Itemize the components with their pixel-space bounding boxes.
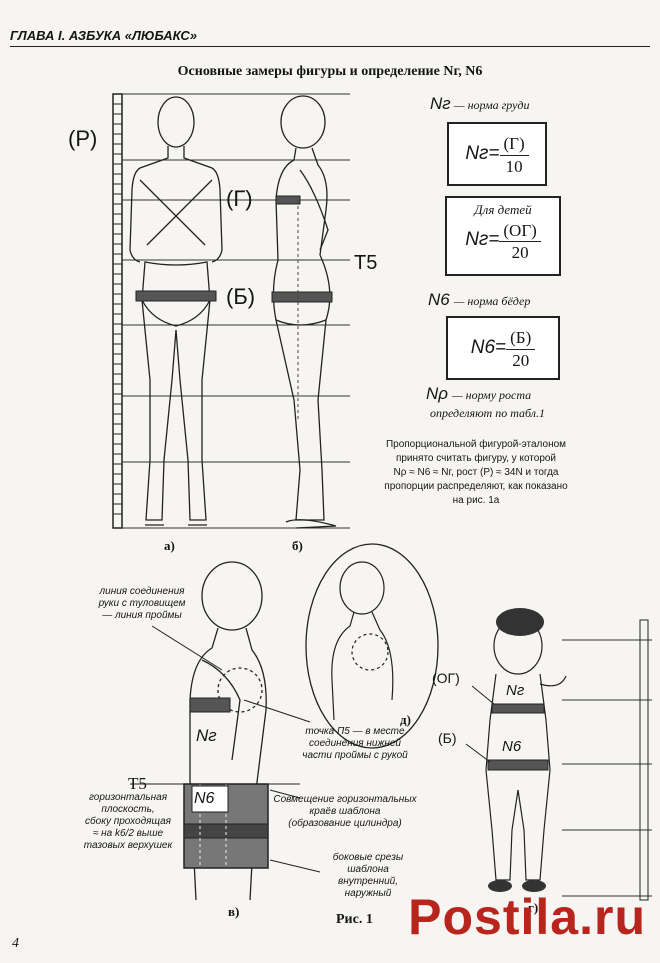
ng-symbol: Nг [430, 94, 451, 113]
annotation-line: внутренний, [338, 876, 398, 887]
annotation-line: (образование цилиндра) [288, 818, 402, 829]
note-line: на рис. 1а [452, 495, 500, 506]
formula-box-2: Для детей Nг=(ОГ)20 [445, 196, 561, 276]
np-desc-1: — норму роста [452, 388, 532, 402]
label-nb-v: N6 [194, 790, 215, 807]
ng-definition: Nг — норма груди [430, 94, 530, 114]
ng-desc: — норма груди [453, 98, 530, 112]
nb-desc: — норма бёдер [453, 294, 531, 308]
watermark: Postila.ru [408, 889, 646, 945]
f3-den: 20 [512, 350, 530, 370]
label-ng-child: Nг [506, 682, 525, 699]
f1-num: (Г) [499, 133, 529, 156]
f1-lhs: Nг= [465, 143, 500, 164]
armhole-annotation: линия соединения руки с туловищем — лини… [86, 586, 198, 622]
f3-num: (Б) [506, 327, 536, 350]
nb-definition: N6 — норма бёдер [428, 290, 530, 310]
annotation-line: Совмещение горизонтальных [273, 794, 417, 805]
formula-box-1: Nг=(Г)10 [447, 122, 547, 186]
label-T5-lower: T5 [128, 774, 147, 793]
annotation-line: сбоку проходящая [85, 816, 171, 827]
np-symbol: Nρ [426, 384, 449, 403]
label-chest-G: (Г) [226, 186, 253, 211]
f2-den: 20 [511, 243, 529, 262]
label-fig-g: г) [528, 900, 539, 915]
annotation-line: шаблона [347, 864, 389, 875]
annotation-line: горизонтальная [88, 792, 168, 803]
annotation-line: краёв шаблона [309, 806, 381, 817]
label-nb-child: N6 [502, 738, 522, 755]
header-rule [10, 46, 650, 47]
f2-num: (ОГ) [499, 220, 541, 242]
f3-lhs: N6= [470, 337, 507, 358]
label-B-child: (Б) [438, 730, 457, 746]
note-line: Пропорциональной фигурой-эталоном [385, 439, 567, 450]
proportion-note: Пропорциональной фигурой-эталоном принят… [368, 438, 584, 508]
chapter-header: ГЛАВА I. АЗБУКА «ЛЮБАКС» [10, 28, 198, 43]
label-hips-B: (Б) [226, 284, 256, 309]
annotation-line: боковые срезы [332, 852, 404, 863]
label-T5: T5 [354, 252, 378, 274]
np-desc-2: определяют по табл.1 [430, 406, 545, 420]
annotation-line: плоскость, [101, 804, 155, 815]
annotation-line: соединения нижней [309, 738, 401, 749]
page-number: 4 [12, 936, 19, 951]
label-fig-d: д) [400, 712, 411, 727]
annotation-line: тазовых верхушек [83, 840, 173, 851]
formula-box-3: N6=(Б)20 [446, 316, 560, 380]
annotation-line: — линия проймы [102, 610, 182, 621]
annotation-line: точка П5 — в месте [305, 726, 405, 737]
note-line: принято считать фигуру, у которой [395, 453, 557, 464]
children-label: Для детей [474, 202, 532, 217]
annotation-line: части проймы с рукой [302, 750, 408, 761]
figure-caption: Рис. 1 [336, 912, 373, 927]
label-fig-a: а) [164, 538, 175, 553]
f2-lhs: Nг= [465, 229, 500, 251]
label-fig-v: в) [228, 904, 240, 919]
note-line: пропорции распределяют, как показано [384, 481, 568, 492]
note-line: Nρ ≈ N6 ≈ Nг, рост (Р) ≈ 34N и тогда [393, 467, 559, 478]
annotation-line: руки с туловищем [98, 598, 186, 609]
f1-den: 10 [505, 156, 523, 176]
side-cuts-annotation: боковые срезы шаблона внутренний, наружн… [318, 852, 418, 900]
nb-symbol: N6 [428, 290, 450, 309]
label-OG: (ОГ) [432, 670, 460, 686]
page-title: Основные замеры фигуры и определение Nг,… [177, 64, 483, 79]
annotation-line: линия соединения [99, 586, 185, 597]
template-annotation: Совмещение горизонтальных краёв шаблона … [270, 794, 420, 830]
label-height-P: (Р) [68, 126, 98, 151]
np-definition: Nρ — норму роста [426, 384, 531, 404]
label-ng-v: Nг [196, 726, 217, 745]
point-annotation: точка П5 — в месте соединения нижней час… [290, 726, 420, 762]
annotation-line: ≈ на k6/2 выше [92, 828, 164, 839]
annotation-line: наружный [344, 888, 392, 899]
plane-annotation: горизонтальная плоскость, сбоку проходящ… [72, 792, 184, 852]
label-fig-b: б) [292, 538, 303, 553]
